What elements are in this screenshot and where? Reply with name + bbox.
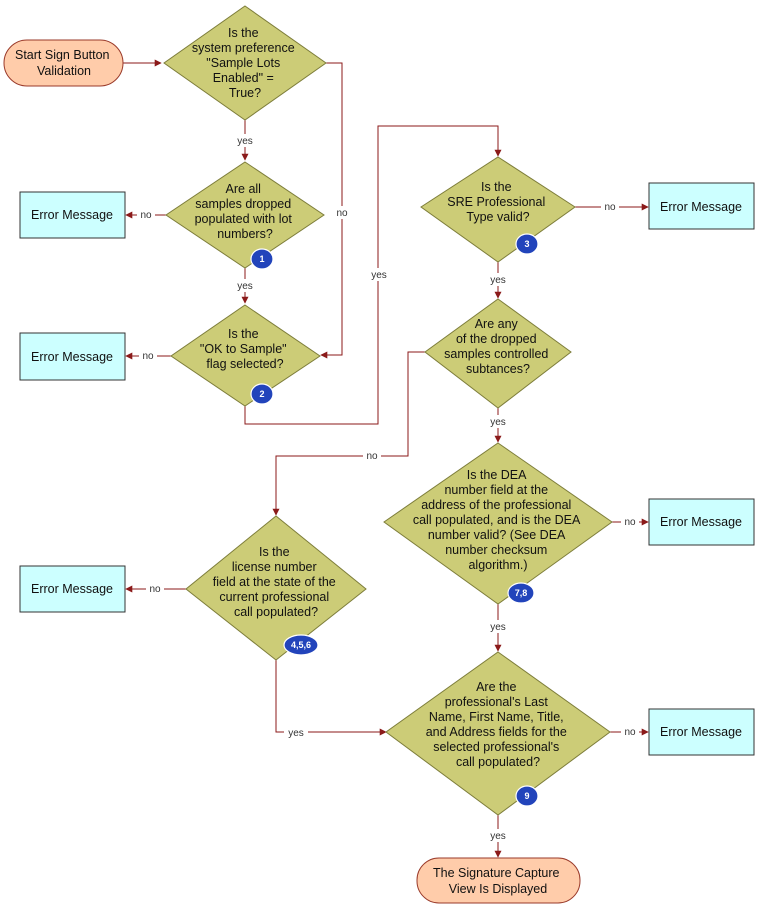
error-message: Error Message (660, 515, 742, 529)
label-no: no (366, 451, 378, 462)
label-yes: yes (371, 270, 387, 281)
error-message: Error Message (31, 208, 113, 222)
error-message: Error Message (660, 200, 742, 214)
decision-license: Is the license number field at the state… (185, 515, 367, 661)
error-message: Error Message (31, 350, 113, 364)
label-no: no (149, 584, 161, 595)
error-message: Error Message (31, 582, 113, 596)
start-label: Start Sign Button Validation (15, 48, 113, 78)
svg-text:4,5,6: 4,5,6 (291, 640, 311, 650)
label-yes: yes (288, 728, 304, 739)
end-node: The Signature Capture View Is Displayed (416, 857, 581, 904)
svg-text:Are the professional's: Are the professional's Last Name, First … (426, 680, 571, 769)
edge-labels: yes no no yes no yes no yes yes no no ye… (137, 134, 639, 842)
svg-text:2: 2 (259, 389, 264, 399)
badge-9: 9 (515, 785, 539, 807)
decision-sample-lots: Is the system preference "Sample Lots En… (163, 5, 327, 121)
error-box-license: Error Message (19, 565, 126, 613)
label-no: no (142, 351, 154, 362)
label-yes: yes (237, 281, 253, 292)
badge-4-5-6: 4,5,6 (283, 634, 319, 656)
start-node: Start Sign Button Validation (3, 39, 124, 87)
badge-2: 2 (250, 383, 274, 405)
decision-dea: Is the DEA number field at the address o… (383, 442, 613, 605)
label-yes: yes (490, 275, 506, 286)
edge-license-yes (275, 660, 387, 736)
label-yes: yes (490, 417, 506, 428)
svg-text:Is the SRE Professional: Is the SRE Professional Type valid? (447, 180, 548, 224)
label-no: no (624, 517, 636, 528)
error-box-professional: Error Message (648, 708, 755, 756)
svg-text:3: 3 (524, 239, 529, 249)
decision-controlled: Are any of the dropped samples controlle… (424, 298, 572, 409)
decision-ok-to-sample: Is the "OK to Sample" flag selected? (170, 304, 321, 407)
decision-lot-numbers: Are all samples dropped populated with l… (165, 161, 325, 269)
decision-sre-type: Is the SRE Professional Type valid? (420, 156, 576, 263)
decision-professional: Are the professional's Last Name, First … (385, 651, 611, 816)
badge-3: 3 (515, 233, 539, 255)
label-no: no (604, 202, 616, 213)
svg-text:9: 9 (524, 791, 529, 801)
edge-controlled-no (272, 351, 425, 516)
svg-text:Is the license number: Is the license number field at the state… (213, 545, 339, 619)
svg-text:7,8: 7,8 (515, 588, 528, 598)
svg-text:1: 1 (259, 254, 264, 264)
error-box-dea: Error Message (648, 498, 755, 546)
error-box-lot-numbers: Error Message (19, 191, 126, 239)
error-message: Error Message (660, 725, 742, 739)
label-yes: yes (490, 622, 506, 633)
badge-7-8: 7,8 (507, 582, 535, 604)
error-box-sre: Error Message (648, 182, 755, 230)
svg-text:Are any of the dropped: Are any of the dropped samples controlle… (444, 317, 552, 376)
end-label: The Signature Capture View Is Displayed (433, 866, 563, 896)
error-box-ok-to-sample: Error Message (19, 332, 126, 381)
label-no: no (624, 727, 636, 738)
label-yes: yes (237, 136, 253, 147)
badge-1: 1 (250, 248, 274, 270)
svg-text:Is the DEA number field: Is the DEA number field at the address o… (413, 468, 583, 572)
label-no: no (140, 210, 152, 221)
label-no: no (336, 208, 348, 219)
svg-text:Are all samples dropped: Are all samples dropped populated with l… (195, 182, 296, 241)
svg-text:Is the system preference: Is the system preference "Sample Lots En… (192, 26, 298, 100)
svg-text:Is the "OK to Sample": Is the "OK to Sample" flag selected? (200, 327, 290, 371)
label-yes: yes (490, 831, 506, 842)
